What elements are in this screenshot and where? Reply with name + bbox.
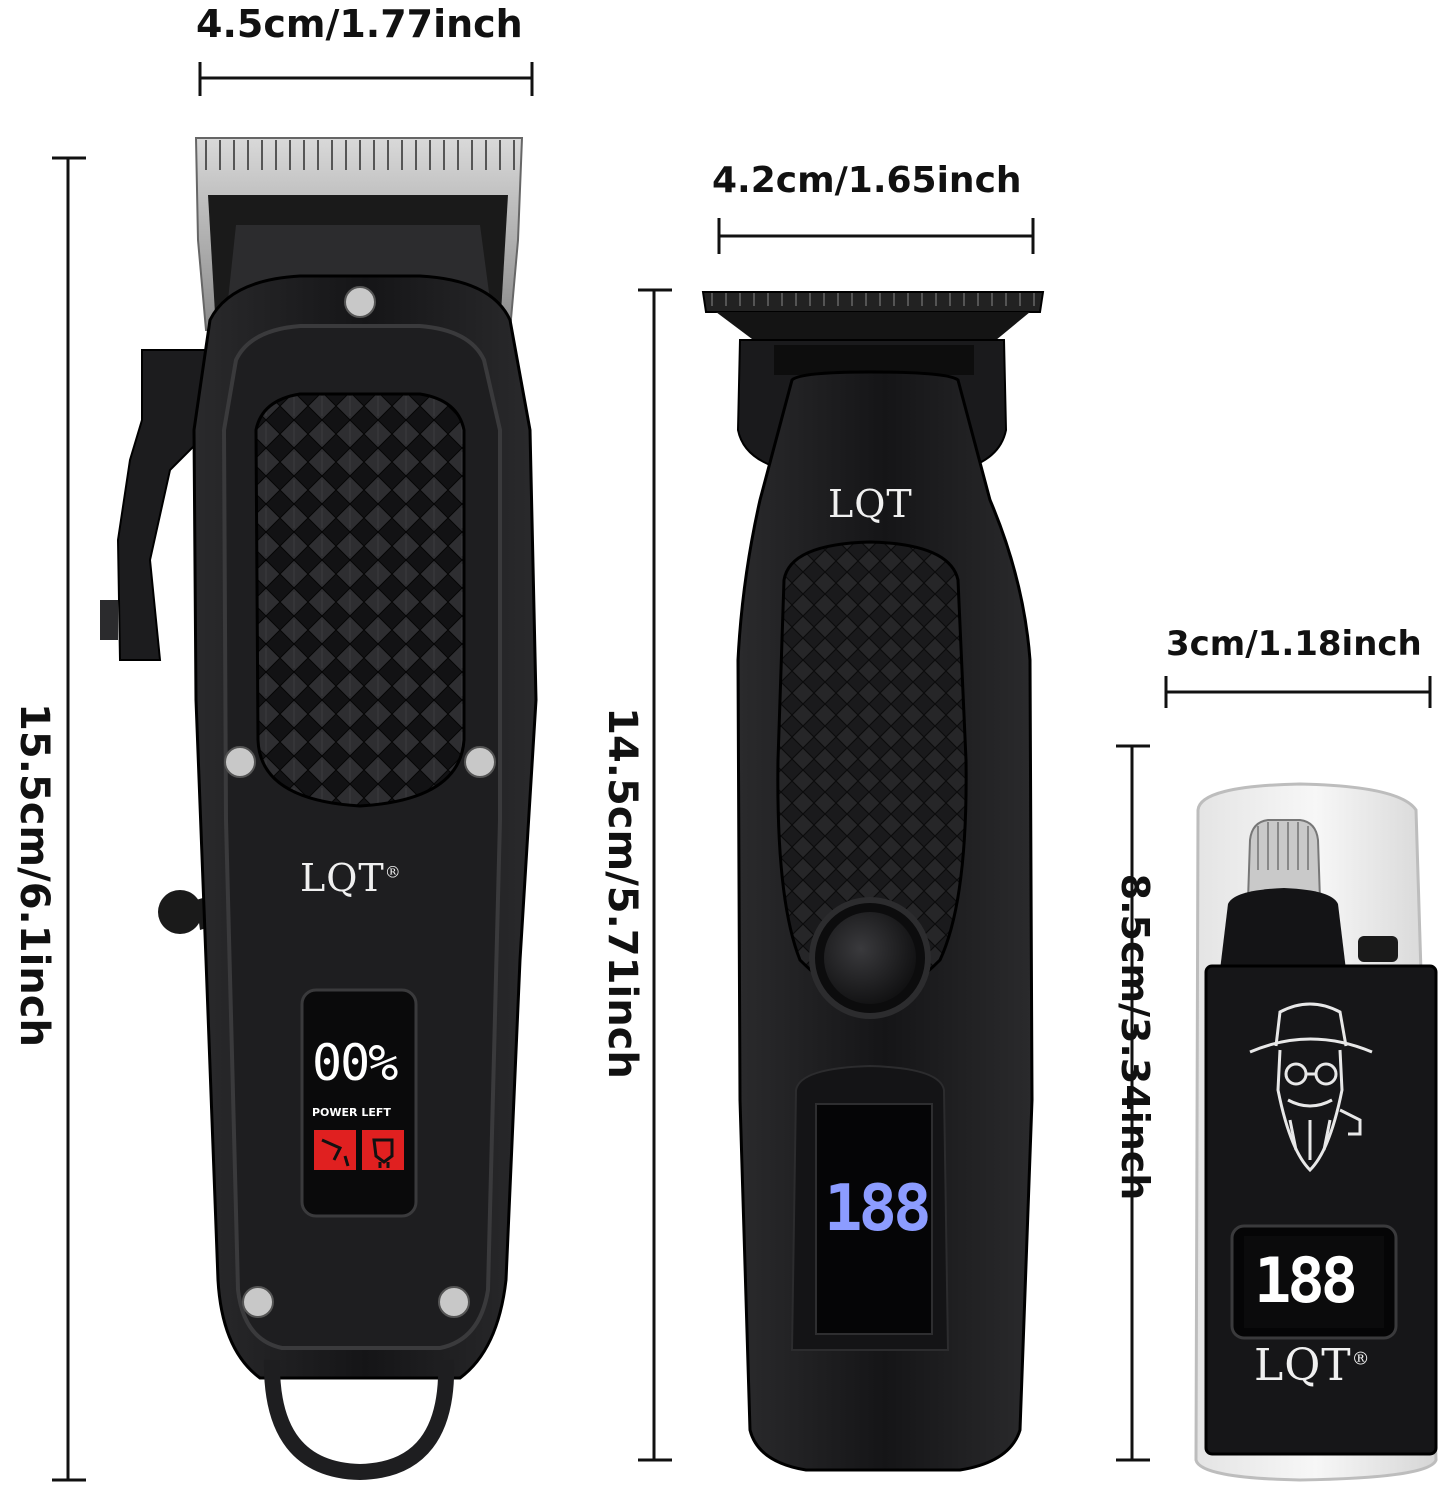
trimmer-display-value: 188 <box>824 1172 932 1246</box>
nose-display-value: 188 <box>1254 1244 1358 1317</box>
nose-registered-mark: ® <box>1351 1348 1371 1370</box>
t-trimmer <box>701 291 1045 1472</box>
nose-width-label: 3cm/1.18inch <box>1166 624 1422 664</box>
clipper-display-caption: POWER LEFT <box>312 1106 391 1119</box>
clipper-registered-mark: ® <box>384 862 402 882</box>
nose-height-line <box>1116 744 1150 1462</box>
hair-clipper <box>100 137 538 1481</box>
clipper-display-value: 00% <box>312 1034 398 1092</box>
clipper-brand-text: LQT <box>300 856 385 900</box>
clipper-red-indicator-left <box>314 1130 356 1170</box>
trimmer-width-line <box>717 218 1035 254</box>
nose-width-line <box>1164 676 1432 708</box>
trimmer-brand-logo: LQT <box>828 482 913 526</box>
clipper-red-indicator-right <box>362 1130 404 1170</box>
nose-brand-text: LQT <box>1254 1340 1352 1391</box>
nose-brand-logo: LQT® <box>1254 1340 1371 1391</box>
trimmer-height-line <box>638 288 672 1462</box>
clipper-height-line <box>52 156 86 1482</box>
clipper-width-label: 4.5cm/1.77inch <box>196 2 523 46</box>
clipper-brand-logo: LQT® <box>300 856 402 900</box>
bearded-man-graphic <box>1249 1002 1373 1173</box>
clipper-screws <box>224 286 496 1318</box>
clipper-width-line <box>198 62 534 96</box>
trimmer-width-label: 4.2cm/1.65inch <box>712 160 1022 201</box>
nose-trimmer <box>1194 782 1438 1482</box>
